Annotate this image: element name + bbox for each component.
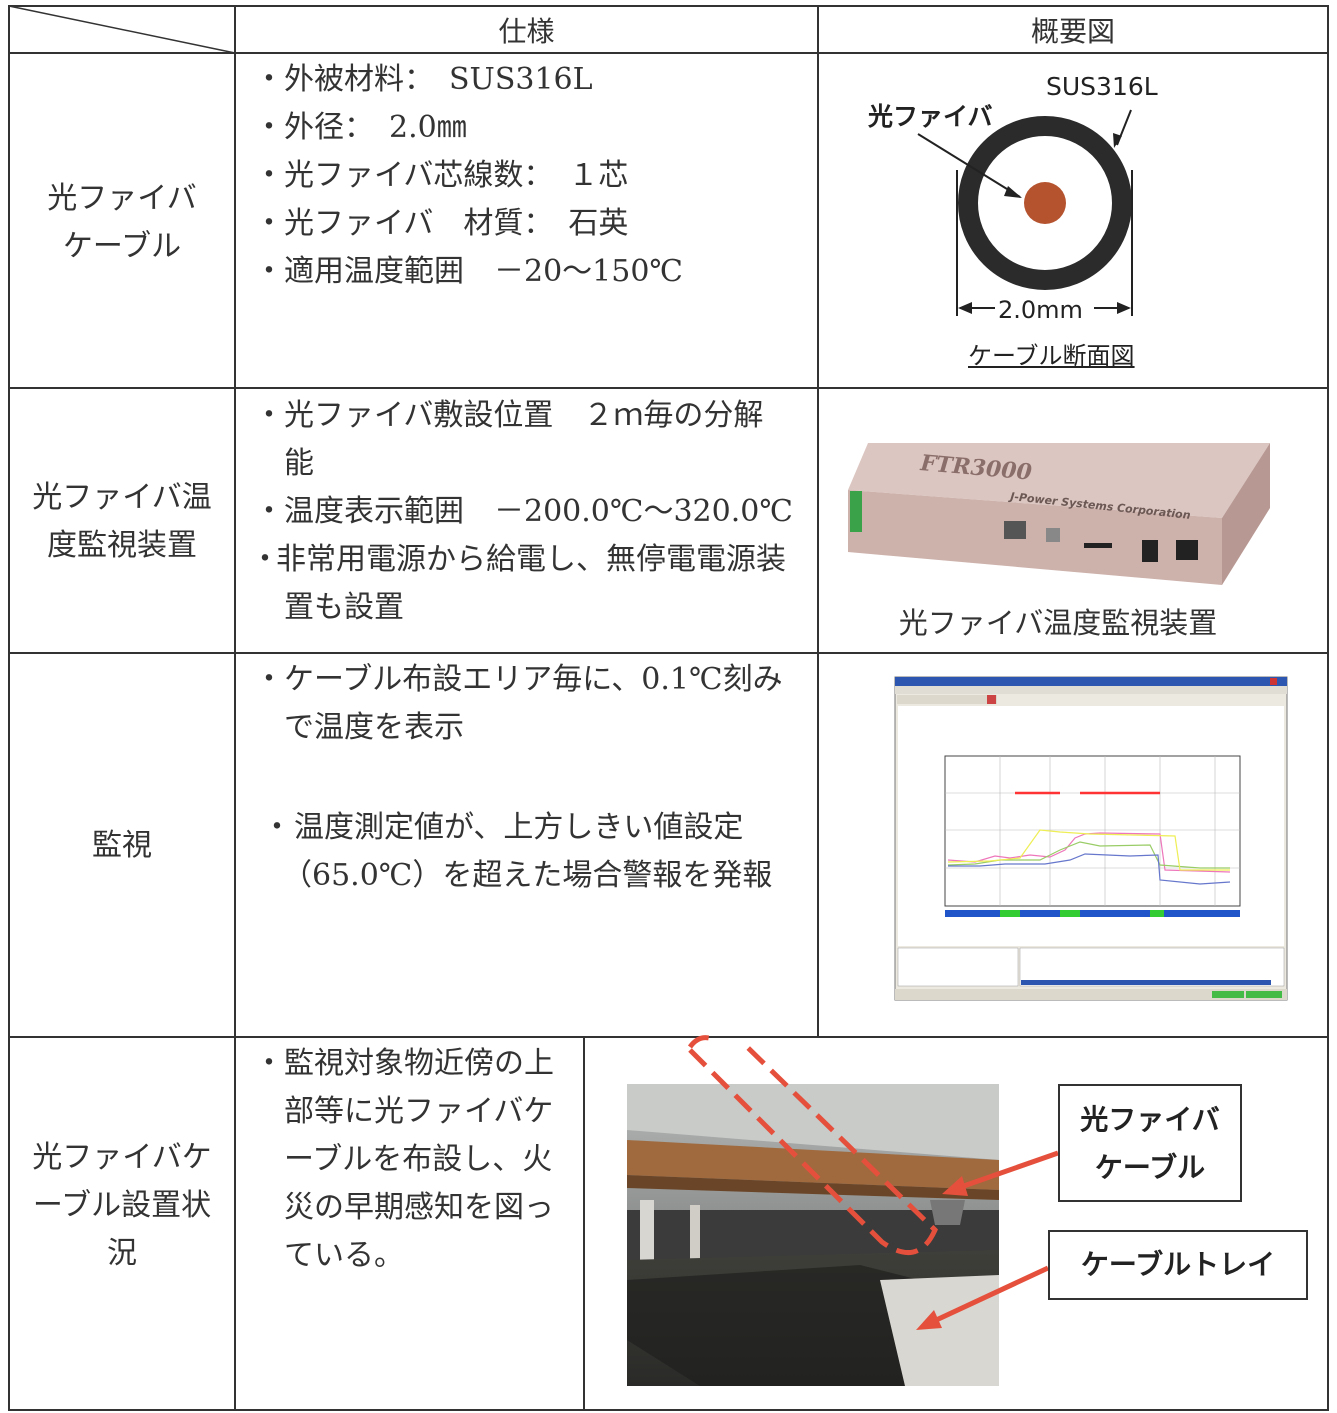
spec-item: ・光ファイバ芯線数： １芯 (254, 158, 629, 193)
callout-line: ケーブル (1094, 1151, 1206, 1184)
fiber-core (1024, 182, 1066, 224)
spec-text: 部等に光ファイバケ (284, 1094, 554, 1129)
device-photo: FTR3000 J-Power Systems Corporation (848, 443, 1270, 585)
spec-text: （65.0℃）を超えた場合警報を発報 (282, 858, 773, 893)
diagram-sheath-label: SUS316L (1046, 72, 1158, 101)
spec-text: 能 (284, 446, 314, 481)
row-label-line: 光ファイバ (47, 181, 197, 216)
spec-text: 置も設置 (284, 590, 404, 625)
spec-item: ・外径： 2.0㎜ (254, 110, 467, 145)
arrow-cable-tray (930, 1265, 1050, 1325)
zone-bar (945, 910, 1240, 917)
spec-item: ・非常用電源から給電し、無停電電源装置も設置 (240, 536, 815, 632)
plot-area (944, 755, 1241, 907)
spec-item: ・外被材料： SUS316L (254, 62, 593, 97)
bullet: ・ (250, 542, 280, 577)
row-label-line: 況 (107, 1236, 137, 1271)
row-label-installation: 光ファイバケ ーブル設置状 況 (9, 1134, 235, 1278)
row-label-line: 監視 (92, 828, 152, 863)
callout-cable-tray: ケーブルトレイ (1048, 1230, 1308, 1300)
diagram-caption: ケーブル断面図 (968, 342, 1135, 370)
device-caption: 光ファイバ温度監視装置 (898, 606, 1218, 640)
callout-fiber-cable: 光ファイバ ケーブル (1058, 1084, 1242, 1202)
spec-text: ケーブル布設エリア毎に、0.1℃刻み (284, 662, 783, 697)
spec-text: ている。 (284, 1238, 404, 1273)
spec-text: 監視対象物近傍の上 (284, 1046, 554, 1081)
window-titlebar (895, 677, 1287, 686)
spec-item: ・光ファイバ敷設位置 ２ｍ毎の分解能 (240, 392, 815, 488)
bullet: ・ (254, 398, 284, 433)
spec-item: ・光ファイバ 材質： 石英 (254, 206, 629, 241)
row-label-fiber-cable: 光ファイバ ケーブル (9, 175, 235, 271)
spec-text: 適用温度範囲 －20～150℃ (284, 254, 683, 289)
header-diagram: 概要図 (1030, 15, 1115, 48)
spec-installation: ・ 監視対象物近傍の上 部等に光ファイバケ ーブルを布設し、火 災の早期感知を図… (240, 1040, 580, 1280)
row-label-line: 度監視装置 (47, 528, 197, 563)
spec-text: 災の早期感知を図っ (284, 1190, 554, 1225)
spec-item: ・ケーブル布設エリア毎に、0.1℃刻みで温度を表示 (254, 662, 783, 745)
arrow-fiber-cable (957, 1150, 1059, 1191)
spec-item: ・温度表示範囲 －200.0℃～320.0℃ (240, 488, 815, 536)
spec-monitoring: ・ケーブル布設エリア毎に、0.1℃刻みで温度を表示 ・温度測定値が、上方しきい値… (240, 656, 815, 900)
fiber-leader-line (917, 133, 1021, 198)
header-spec: 仕様 (498, 15, 555, 48)
spec-text: 外径： 2.0㎜ (284, 110, 467, 145)
bullet: ・ (254, 494, 284, 529)
diagram-diameter-label: 2.0mm (998, 296, 1083, 324)
spec-text: ーブルを布設し、火 (284, 1142, 553, 1177)
highlight-dashed-outline (688, 1040, 938, 1255)
arrow-right-icon (1117, 302, 1131, 314)
row-label-line: 光ファイバケ (32, 1140, 212, 1175)
spec-text: 光ファイバ芯線数： １芯 (284, 158, 629, 193)
spec-text: 温度測定値が、上方しきい値設定 (294, 810, 744, 845)
row-label-monitor-device: 光ファイバ温 度監視装置 (9, 474, 235, 570)
sheath-ring (958, 116, 1132, 290)
close-icon (1270, 678, 1277, 685)
diagram-fiber-label: 光ファイバ (868, 102, 993, 131)
row-label-line: ーブル設置状 (32, 1188, 212, 1223)
arrow-left-icon (958, 302, 972, 314)
spec-text: で温度を表示 (284, 710, 464, 745)
spec-fiber-cable: ・外被材料： SUS316L ・外径： 2.0㎜ ・光ファイバ芯線数： １芯 ・… (240, 56, 815, 296)
power-switch (1176, 540, 1198, 560)
switch (1142, 540, 1158, 562)
spec-text: 非常用電源から給電し、無停電電源装 (276, 542, 786, 577)
callout-line: 光ファイバ (1080, 1103, 1220, 1136)
spec-monitor-device: ・光ファイバ敷設位置 ２ｍ毎の分解能 ・温度表示範囲 －200.0℃～320.0… (240, 392, 815, 632)
spec-text: 外被材料： SUS316L (284, 62, 593, 97)
spec-text: 温度表示範囲 －200.0℃～320.0℃ (284, 494, 793, 529)
row-label-line: 光ファイバ温 (32, 480, 212, 515)
ethernet-port (1004, 521, 1026, 539)
spec-item: ・温度測定値が、上方しきい値設定（65.0℃）を超えた場合警報を発報 (262, 810, 773, 893)
cable-cross-section-diagram (917, 109, 1133, 316)
spec-text: 光ファイバ敷設位置 ２ｍ毎の分解 (284, 398, 764, 433)
spec-item: ・ 監視対象物近傍の上 部等に光ファイバケ ーブルを布設し、火 災の早期感知を図… (254, 1046, 554, 1273)
monitoring-software-screenshot (894, 676, 1288, 1001)
spec-text: 光ファイバ 材質： 石英 (284, 206, 629, 241)
row-label-monitoring: 監視 (9, 822, 235, 870)
row-label-line: ケーブル (62, 229, 182, 264)
spec-item: ・適用温度範囲 －20～150℃ (254, 254, 683, 289)
